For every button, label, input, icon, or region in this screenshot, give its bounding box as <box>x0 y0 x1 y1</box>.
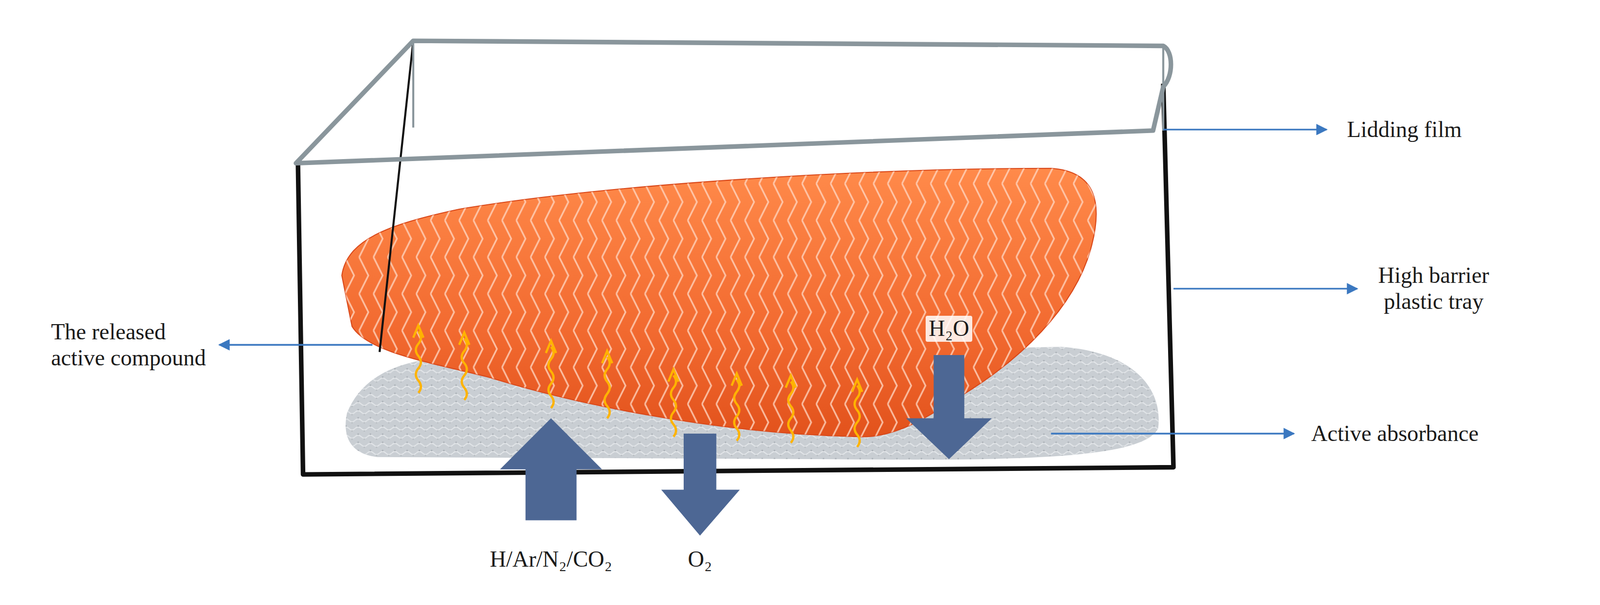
compound-label: The released active compound <box>51 319 221 372</box>
water-label: H₂O <box>925 315 972 342</box>
oxygen-label: O₂ <box>688 546 713 573</box>
gas-label: H/Ar/N₂/CO₂ <box>489 546 613 573</box>
absorbent-label: Active absorbance <box>1311 420 1479 447</box>
tray-label: High barrier plastic tray <box>1350 262 1518 315</box>
lid-label: Lidding film <box>1346 116 1462 143</box>
